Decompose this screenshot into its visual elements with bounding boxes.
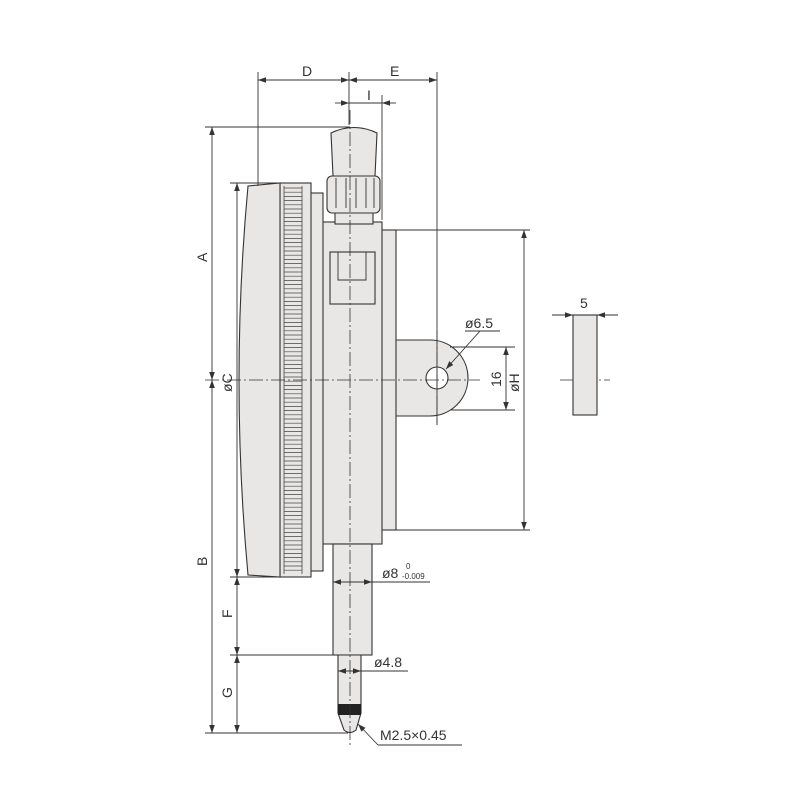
contact-point [337,654,362,734]
stem [332,543,373,656]
label-d: D [302,63,312,79]
label-stem-tol-lower: -0.009 [402,572,425,581]
label-i: I [367,87,371,103]
label-c: øC [219,373,235,392]
bezel-ring [309,192,324,572]
window-slot [329,251,376,305]
label-lug-height: 16 [488,371,504,387]
label-lug-thickness: 5 [580,295,588,311]
label-h: øH [506,373,522,392]
label-e: E [390,63,399,79]
label-b: B [194,557,210,566]
label-stem-dia: ø8 [382,565,399,581]
label-a: A [194,252,210,262]
label-hole-dia: ø6.5 [465,315,493,331]
label-f: F [219,609,235,618]
stem-cap [330,126,378,177]
knurled-cap [326,175,381,214]
label-thread: M2.5×0.45 [380,727,447,743]
label-spindle-dia: ø4.8 [374,654,402,670]
neck [334,211,374,225]
label-g: G [219,687,235,698]
lug-side-view [572,314,598,416]
indicator-body [238,126,469,734]
label-stem-tol-upper: 0 [406,562,411,571]
contact-knurl [338,704,361,715]
